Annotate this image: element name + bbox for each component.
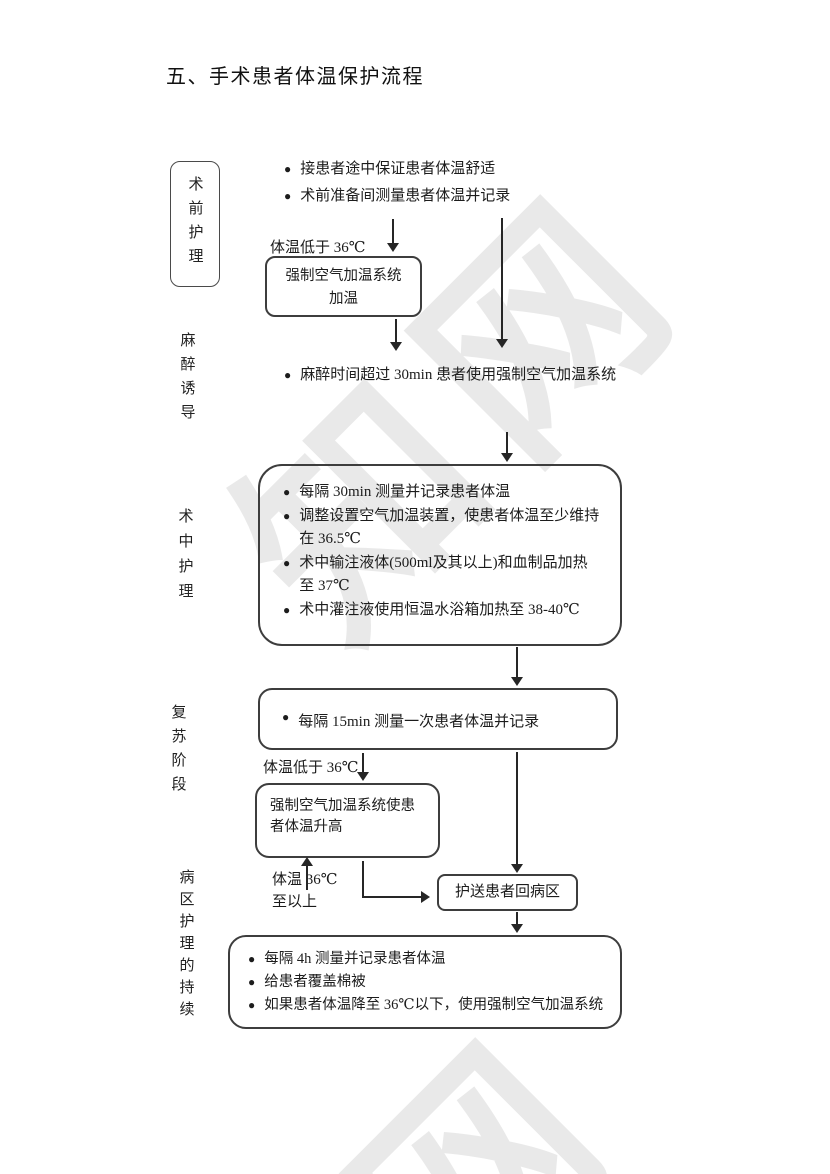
intraop-bullet-2: 调整设置空气加温装置，使患者体温至少维持在 36.5℃: [299, 508, 600, 547]
intraop-bullet-1: 每隔 30min 测量并记录患者体温: [299, 484, 511, 500]
induction-bullet-text: 麻醉时间超过 30min 患者使用强制空气加温系统: [300, 367, 617, 383]
arrow-head: [511, 677, 523, 686]
stage-label-intraop-text: 术中护理: [176, 508, 193, 608]
stage-label-ward-text: 病区护理的持续: [177, 869, 194, 1023]
bullet-icon: ●: [248, 998, 256, 1012]
bullet-icon: ●: [283, 485, 291, 499]
intraop-bullet-4: 术中灌注液使用恒温水浴箱加热至 38-40℃: [299, 602, 580, 618]
bullet-icon: ●: [283, 509, 291, 523]
arrow-shaft: [516, 912, 518, 925]
arrow-shaft: [506, 432, 508, 454]
flow-box-rewarming: 强制空气加温系统使患者体温升高: [255, 783, 440, 858]
arrow-shaft: [362, 753, 364, 773]
arrow-down-icon: [511, 752, 523, 873]
bullet-icon: ●: [282, 710, 290, 724]
list-item: ● 麻醉时间超过 30min 患者使用强制空气加温系统: [284, 362, 616, 388]
ward-bullet-2: 给患者覆盖棉被: [264, 974, 366, 990]
ward-bullet-1: 每隔 4h 测量并记录患者体温: [264, 951, 446, 967]
condition-label-low-temp-2: 体温低于 36℃: [263, 760, 359, 776]
list-item: ● 术中灌注液使用恒温水浴箱加热至 38-40℃: [283, 599, 608, 622]
flow-box-ward-care: ● 每隔 4h 测量并记录患者体温 ● 给患者覆盖棉被 ● 如果患者体温降至 3…: [228, 935, 622, 1029]
bullet-icon: ●: [283, 603, 291, 617]
list-item: ● 每隔 30min 测量并记录患者体温: [283, 481, 608, 504]
arrow-shaft: [516, 752, 518, 865]
bullet-icon: ●: [283, 556, 291, 570]
preop-bullet-list: ● 接患者途中保证患者体温舒适 ● 术前准备间测量患者体温并记录: [284, 156, 510, 210]
intraop-bullet-3: 术中输注液体(500ml及其以上)和血制品加热至 37℃: [299, 555, 588, 594]
induction-bullet-list: ● 麻醉时间超过 30min 患者使用强制空气加温系统: [284, 362, 616, 388]
arrow-head: [501, 453, 513, 462]
arrow-down-icon: [501, 432, 513, 462]
recovery-bullet-text: 每隔 15min 测量一次患者体温并记录: [298, 714, 540, 730]
bullet-icon: ●: [284, 189, 292, 203]
list-item: ● 每隔 15min 测量一次患者体温并记录: [282, 710, 616, 731]
stage-label-recovery: 复苏阶段: [154, 703, 202, 801]
arrow-shaft: [395, 319, 397, 343]
arrow-head: [301, 857, 313, 866]
arrow-shaft: [392, 219, 394, 244]
stage-label-preop: 术前护理: [186, 176, 203, 272]
elbow-connector-vertical: [362, 861, 364, 898]
transfer-box-text: 护送患者回病区: [454, 884, 560, 900]
flow-box-recovery-monitoring: ● 每隔 15min 测量一次患者体温并记录: [258, 688, 618, 750]
arrow-down-icon: [390, 319, 402, 351]
rewarming-box-text: 强制空气加温系统使患者体温升高: [270, 798, 415, 835]
page-title: 五、手术患者体温保护流程: [166, 66, 424, 88]
stage-label-ward: 病区护理的持续: [162, 866, 210, 1026]
arrow-shaft: [501, 218, 503, 340]
stage-label-recovery-text: 复苏阶段: [169, 704, 186, 800]
bullet-icon: ●: [248, 975, 256, 989]
warming-box-line1: 强制空气加温系统: [285, 268, 402, 284]
arrow-shaft: [516, 647, 518, 678]
warming-box-line2: 加温: [329, 291, 358, 307]
stage-box-preop: 术前护理: [170, 161, 220, 287]
stage-label-induction: 麻醉诱导: [163, 330, 211, 430]
ward-bullet-3: 如果患者体温降至 36℃以下，使用强制空气加温系统: [264, 997, 604, 1013]
list-item: ● 术中输注液体(500ml及其以上)和血制品加热至 37℃: [283, 552, 608, 598]
arrow-head: [496, 339, 508, 348]
flow-box-forced-air-warming: 强制空气加温系统 加温: [265, 256, 422, 317]
stage-label-induction-text: 麻醉诱导: [178, 332, 195, 428]
arrow-head: [511, 924, 523, 933]
arrow-right-icon: [421, 891, 430, 903]
list-item: ● 每隔 4h 测量并记录患者体温: [248, 948, 620, 971]
list-item: ● 接患者途中保证患者体温舒适: [284, 156, 510, 183]
arrow-down-icon: [511, 647, 523, 686]
flow-box-intraop-care: ● 每隔 30min 测量并记录患者体温 ● 调整设置空气加温装置，使患者体温至…: [258, 464, 622, 646]
arrow-down-icon: [387, 219, 399, 252]
condition-label-temp-above-line1: 体温 36℃: [272, 872, 338, 888]
flow-box-transfer-to-ward: 护送患者回病区: [437, 874, 578, 911]
preop-bullet-1: 接患者途中保证患者体温舒适: [300, 161, 496, 177]
bullet-icon: ●: [284, 368, 292, 382]
list-item: ● 给患者覆盖棉被: [248, 971, 620, 994]
bullet-icon: ●: [284, 162, 292, 176]
elbow-connector-horizontal: [362, 896, 423, 898]
arrow-up-icon: [301, 857, 313, 890]
preop-bullet-2: 术前准备间测量患者体温并记录: [300, 188, 511, 204]
list-item: ● 如果患者体温降至 36℃以下，使用强制空气加温系统: [248, 994, 620, 1017]
arrow-down-icon: [357, 753, 369, 781]
arrow-head: [390, 342, 402, 351]
arrow-shaft: [306, 865, 308, 890]
arrow-down-icon: [511, 912, 523, 933]
arrow-down-icon: [496, 218, 508, 348]
stage-label-intraop: 术中护理: [161, 505, 209, 611]
arrow-head: [511, 864, 523, 873]
condition-label-temp-above-line2: 至以上: [272, 894, 318, 910]
bullet-icon: ●: [248, 952, 256, 966]
arrow-head: [357, 772, 369, 781]
condition-label-low-temp-1: 体温低于 36℃: [270, 240, 366, 256]
arrow-head: [387, 243, 399, 252]
list-item: ● 术前准备间测量患者体温并记录: [284, 183, 510, 210]
list-item: ● 调整设置空气加温装置，使患者体温至少维持在 36.5℃: [283, 505, 608, 551]
